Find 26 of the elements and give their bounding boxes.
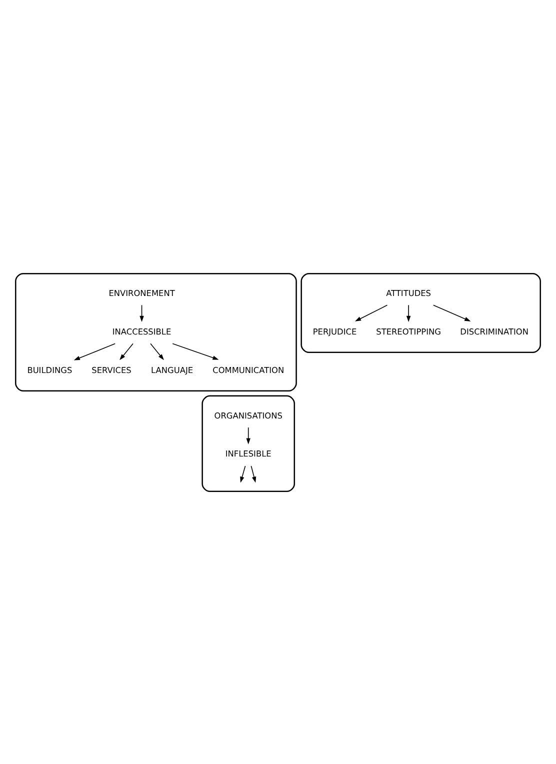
cluster [300,272,541,353]
node-text: ENVIRONEMENT [108,287,175,298]
node-text: PERJUDICE [312,326,357,336]
arrow [120,342,134,360]
arrow [240,465,246,482]
arrow [172,342,219,360]
arrow [406,304,411,322]
arrow [354,304,388,321]
node-text: LANGUAJE [151,364,194,374]
cluster [202,394,296,492]
arrow [74,342,116,360]
arrow [246,426,250,444]
arrow [140,304,144,322]
arrow [432,304,471,321]
node-text: SERVICES [92,364,132,374]
node-text: ORGANISATIONS [214,410,282,420]
node-text: INACCESSIBLE [112,326,172,336]
node-text: STEREOTIPPING [376,326,441,336]
node-text: BUILDINGS [27,364,72,374]
node-text: COMMUNICATION [212,364,284,374]
node-text: ATTITUDES [386,287,432,298]
node-text: DISCRIMINATION [460,326,528,336]
arrow [150,342,164,360]
arrow [250,465,256,482]
node-text: INFLESIBLE [225,448,272,458]
cluster [15,272,297,391]
